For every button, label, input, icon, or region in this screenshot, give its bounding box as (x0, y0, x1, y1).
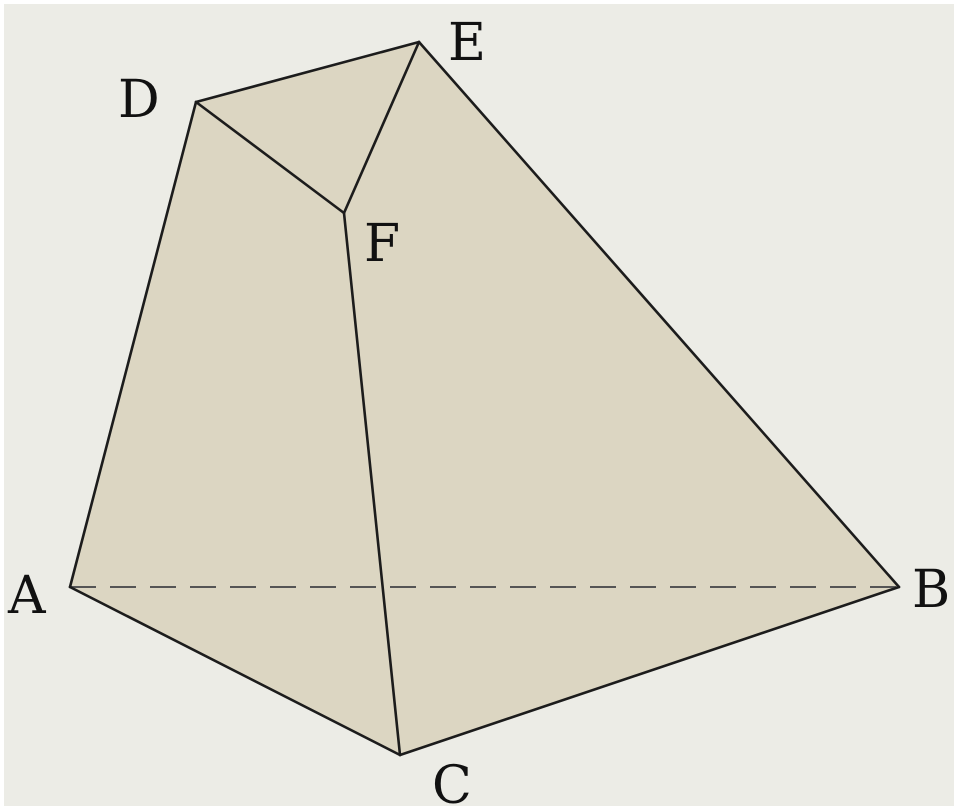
vertex-label-b: B (912, 560, 950, 620)
vertex-label-d: D (118, 70, 160, 130)
edge-EB (417, 40, 901, 589)
edge-DE (194, 40, 421, 104)
edge-DF (194, 100, 346, 215)
face-FEBC (344, 42, 899, 755)
edge-CB (398, 585, 901, 757)
edge-FC (342, 211, 402, 757)
face-DEF (196, 42, 419, 213)
vertex-label-a: A (7, 566, 47, 626)
vertex-label-c: C (432, 756, 472, 810)
face-ADFC (70, 102, 400, 755)
edge-EF (342, 40, 421, 215)
vertex-label-e: E (448, 13, 486, 73)
vertex-label-f: F (364, 214, 400, 274)
edge-AC (68, 585, 402, 757)
edge-AD (68, 100, 198, 589)
